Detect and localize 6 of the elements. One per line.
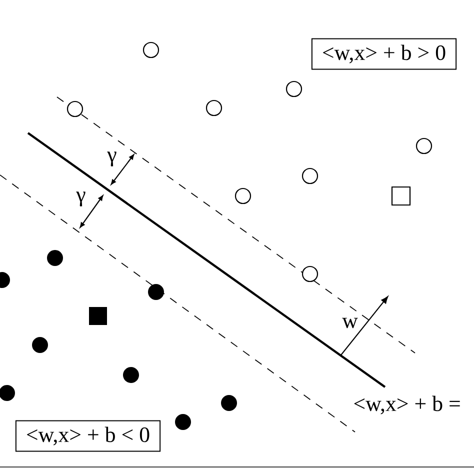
margin-label: γ (107, 152, 116, 166)
label-box: <w,x> + b > 0 (311, 38, 457, 70)
equation-label: <w,x> + b = (354, 396, 460, 414)
margin-label: γ (76, 192, 86, 206)
label-box: <w,x> + b < 0 (15, 420, 161, 452)
vector-label: w (342, 318, 358, 328)
